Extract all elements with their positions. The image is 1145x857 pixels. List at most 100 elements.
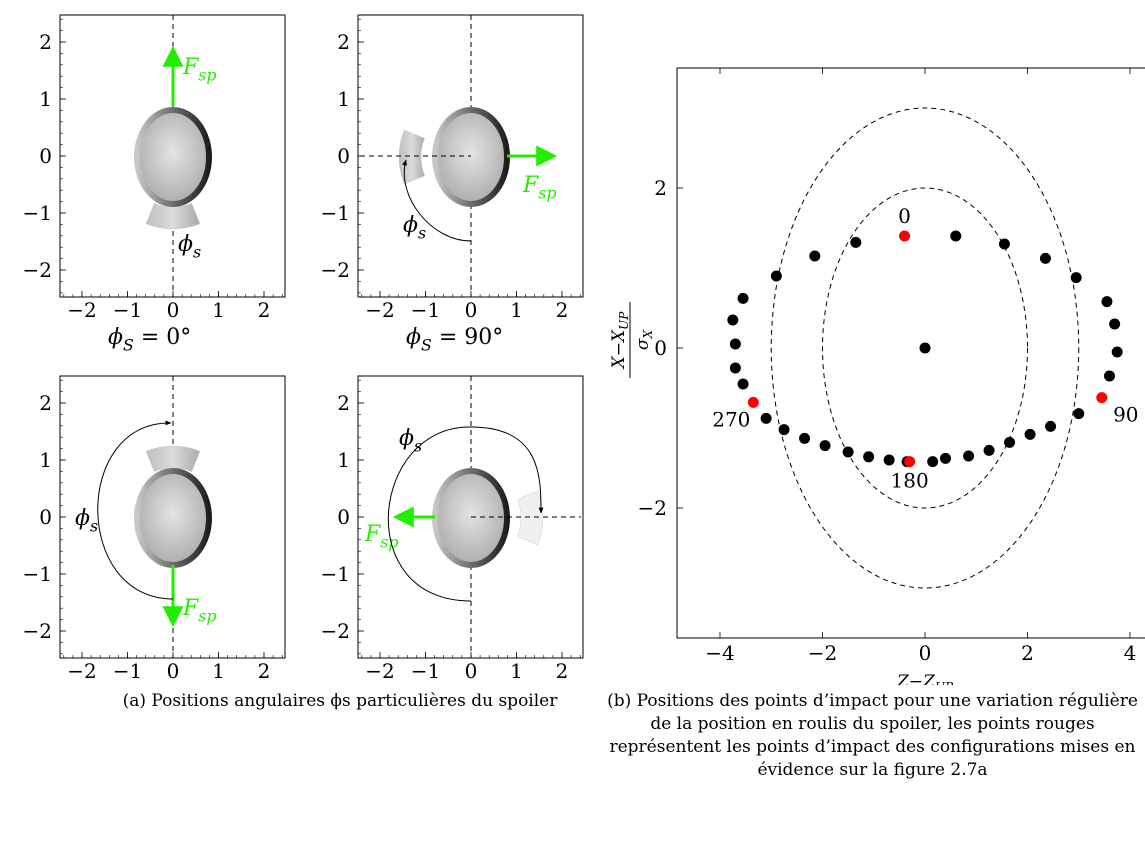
x-tick-label: 2 <box>1021 641 1034 665</box>
impact-point <box>760 412 772 424</box>
impact-point-label: 90 <box>1113 403 1138 427</box>
impact-point-label: 270 <box>712 407 750 431</box>
impact-point <box>1073 408 1085 420</box>
y-tick-label: 2 <box>654 176 667 200</box>
axis-label-numerator: X−XUP <box>609 311 631 371</box>
y-tick-label: −1 <box>23 201 52 225</box>
x-tick-label: 2 <box>258 659 271 683</box>
angle-label: ϕs <box>399 426 422 456</box>
spoiler-wedge <box>145 203 201 230</box>
spoiler-wedge <box>398 129 425 185</box>
spoiler-wedge <box>517 490 544 546</box>
impact-point <box>998 238 1010 250</box>
impact-point <box>1101 296 1113 308</box>
rotor-body <box>134 107 212 207</box>
y-tick-label: 2 <box>337 391 350 415</box>
x-tick-label: 1 <box>212 298 225 322</box>
y-tick-label: 1 <box>337 448 350 472</box>
impact-point <box>729 338 741 350</box>
angle-label: ϕs <box>75 506 98 536</box>
x-tick-label: −1 <box>113 659 142 683</box>
force-label: Fsp <box>364 522 399 552</box>
x-tick-label: 2 <box>556 659 569 683</box>
impact-point-highlight <box>904 456 916 468</box>
impact-point <box>737 378 749 390</box>
y-tick-label: −2 <box>23 619 52 643</box>
panel-xlabel: ϕS = 0° <box>108 325 191 355</box>
y-tick-label: 0 <box>337 505 350 529</box>
angle-label: ϕs <box>403 213 426 243</box>
impact-point <box>819 440 831 452</box>
impact-point <box>799 432 811 444</box>
impact-point <box>863 451 875 463</box>
x-tick-label: 4 <box>1124 641 1137 665</box>
dashed-ellipse <box>770 107 1080 589</box>
y-tick-label: −1 <box>321 562 350 586</box>
x-tick-label: −1 <box>411 659 440 683</box>
impact-point-highlight <box>1096 392 1108 404</box>
impact-point-highlight <box>747 396 759 408</box>
x-tick-label: 1 <box>212 659 225 683</box>
panel-xlabel: ϕS = 90° <box>406 325 503 355</box>
y-tick-label: 1 <box>39 448 52 472</box>
rotor-body <box>432 107 510 207</box>
y-tick-label: 1 <box>337 87 350 111</box>
impact-point <box>842 446 854 458</box>
impact-point <box>1024 428 1036 440</box>
y-tick-label: 0 <box>39 505 52 529</box>
caption-b: (b) Positions des points d’impact pour u… <box>607 691 1138 780</box>
plot-frame <box>676 67 1145 639</box>
panels-a-group: −2 −1 0 1 2 2 1 0 −1 −2 ϕS = 0° Fsp ϕs −2 −1 0 1 2 2 1 0 −1 −2… <box>23 14 584 683</box>
caption-a: (a) Positions angulaires ϕs particulière… <box>122 691 558 711</box>
x-tick-label: −2 <box>365 659 394 683</box>
impact-point-highlight <box>899 230 910 242</box>
dashed-ellipse <box>822 187 1028 509</box>
x-tick-label: −2 <box>67 298 96 322</box>
x-tick-label: −2 <box>67 659 96 683</box>
impact-point <box>1039 252 1051 264</box>
impact-point <box>950 230 962 242</box>
y-tick-label: −2 <box>638 496 667 520</box>
angle-label: ϕs <box>178 232 201 262</box>
impact-point-label: 180 <box>891 469 929 493</box>
figure: −2 −1 0 1 2 2 1 0 −1 −2 ϕS = 0° Fsp ϕs −2 −1 0 1 2 2 1 0 −1 −2… <box>23 14 1145 685</box>
impact-point <box>1111 346 1123 358</box>
axis-label-denominator: σX <box>633 329 655 350</box>
impact-point <box>1004 436 1016 448</box>
x-tick-label: 2 <box>556 298 569 322</box>
rotor-body <box>432 468 510 568</box>
angle-arc <box>402 159 472 242</box>
y-tick-label: 0 <box>654 336 667 360</box>
impact-point <box>1109 318 1121 330</box>
angle-arc <box>388 426 544 602</box>
y-tick-label: −1 <box>321 201 350 225</box>
x-tick-label: −4 <box>705 641 734 665</box>
impact-point <box>1045 420 1057 432</box>
impact-point <box>729 362 741 374</box>
x-tick-label: −2 <box>808 641 837 665</box>
y-tick-label: 2 <box>39 391 52 415</box>
axis-label-numerator: Z−ZUP <box>896 672 954 685</box>
y-tick-label: −2 <box>321 619 350 643</box>
impact-point <box>809 250 821 262</box>
spoiler-wedge <box>145 445 201 472</box>
y-tick-label: −2 <box>321 258 350 282</box>
x-tick-label: 0 <box>167 659 180 683</box>
y-tick-label: 0 <box>39 144 52 168</box>
force-label: Fsp <box>182 55 217 85</box>
impact-point <box>883 454 895 466</box>
rotor-body <box>134 468 212 568</box>
y-tick-label: −2 <box>23 258 52 282</box>
impact-point <box>1104 370 1115 382</box>
y-tick-label: 1 <box>39 87 52 111</box>
x-axis-label: Z−ZUPσZ <box>896 672 954 685</box>
x-tick-label: 0 <box>167 298 180 322</box>
force-label: Fsp <box>182 596 217 626</box>
x-tick-label: −1 <box>411 298 440 322</box>
